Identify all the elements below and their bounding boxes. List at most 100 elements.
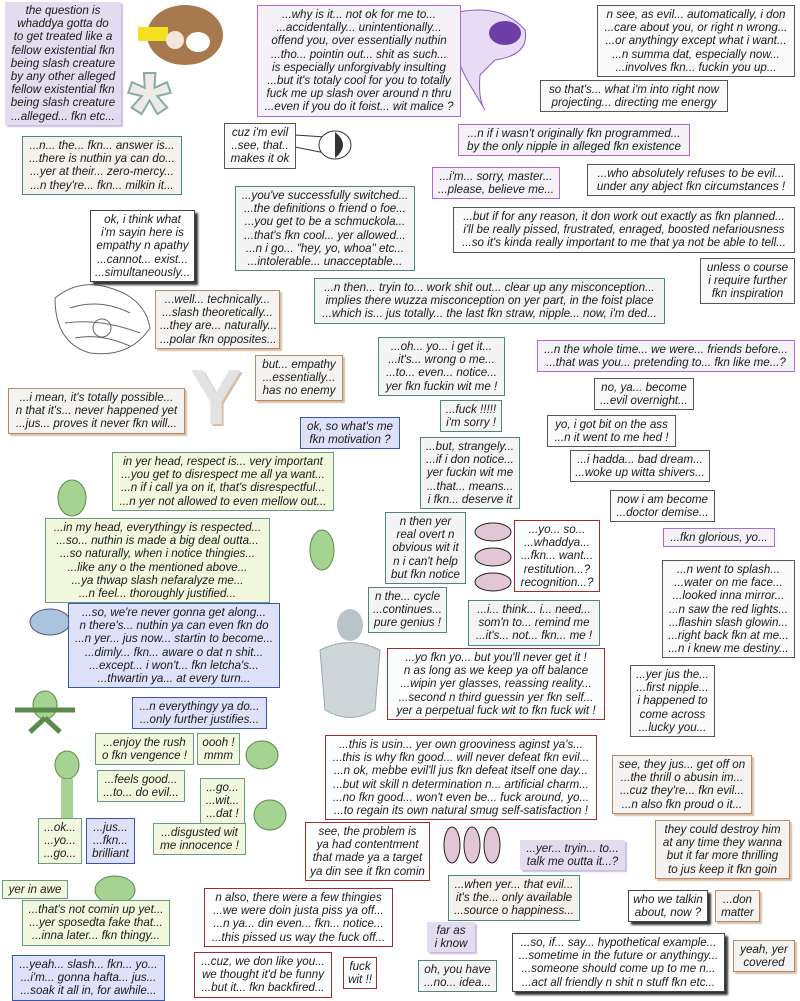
bubble-text-line: covered (743, 956, 785, 970)
bubble-text-line: to jus keep it fkn goin (668, 862, 777, 876)
bubble-text-line: ...feels good... (104, 773, 178, 786)
bubble-text-line: ...n... the... fkn... answer is... (29, 139, 175, 152)
bubble-text-line: fkn motivation ? (309, 433, 391, 447)
statue-illustration (319, 609, 381, 718)
bubble-text-line: o fkn vengence ! (101, 749, 188, 763)
bubble-text-line: ...we were doin justa piss ya off... (213, 904, 384, 918)
bubble-text-line: ...wit... (205, 794, 240, 808)
bubble-text-line: ...involves fkn... fuckin you up... (615, 60, 777, 74)
bubble-text-line: ...n they're... fkn... milkin it... (30, 178, 174, 192)
bubble-text-line: ...to regain its own natural smug self-s… (334, 804, 588, 818)
bubble-text-line: ...n went to splash... (676, 563, 781, 576)
bubble-text-line: ...polar fkn opposites... (160, 332, 277, 346)
speech-bubble: ...yer... tryin... to...talk me outta it… (520, 840, 625, 871)
bubble-text-line: in yer head, respect is... very importan… (123, 455, 323, 468)
bubble-text-line: ok, i think what (104, 213, 181, 226)
green-alien-illustration (57, 479, 87, 517)
speech-bubble: ...n everythingy ya do......only further… (132, 697, 267, 730)
bubble-text-line: ...or anythingy except what i want... (605, 34, 787, 48)
bubble-text-line: has no enemy (262, 384, 336, 398)
speech-bubble: ...i hadda... bad dream......woke up wit… (570, 450, 710, 483)
speech-bubble: but... empathy...essentially...has no en… (255, 355, 343, 401)
bubble-text-line: ...accidentally... unintentionally... (276, 21, 442, 35)
bubble-text-line: oooh ! (202, 736, 235, 749)
bubble-text-line: ...jus... (93, 821, 128, 834)
bubble-text-line: ...right back fkn at me... (668, 629, 789, 643)
bubble-text-line: ya din see it fkn comin (310, 864, 425, 878)
speech-bubble: ...i mean, it's totally possible...n tha… (8, 388, 185, 434)
bubble-text-line: ...woke up witta shivers... (575, 466, 705, 480)
bubble-text-line: ...n feel... thoroughly justified... (78, 587, 237, 601)
bubble-text-line: ...soak it all in, for awhile... (20, 984, 157, 998)
bubble-text-line: n the... cycle (374, 590, 441, 603)
speech-bubble: ...yer jus the......first nipple...i hap… (630, 665, 715, 738)
speech-bubble: ...that's not comin up yet......yer spos… (22, 900, 170, 946)
bubble-text-line: offend you, over essentially nuthin (271, 34, 447, 48)
bubble-text-line: ...but it... fkn backfired... (201, 981, 325, 995)
speech-bubble: ...in my head, everythingy is respected.… (45, 518, 270, 604)
bubble-text-line: ...but, strangely... (425, 440, 515, 453)
bubble-text-line: ...it's... wrong o me... (388, 353, 495, 367)
bubble-text-line: real overt n (396, 528, 455, 542)
bubble-text-line: ...whaddya... (524, 536, 590, 550)
bubble-text-line: ...the definitions o friend o foe... (244, 202, 406, 216)
speech-bubble: ...i'm... sorry, master......please, bel… (432, 167, 560, 200)
speech-bubble: now i am become...doctor demise... (610, 490, 715, 523)
bubble-text-line: ...yeah... slash... fkn... yo... (19, 958, 158, 971)
bubble-text-line: ...i'm... gonna hafta... jus... (20, 971, 157, 985)
shoes-illustration (474, 522, 512, 592)
bubble-text-line: ...go... (43, 847, 77, 861)
bubble-text-line: matter (721, 906, 754, 920)
bubble-text-line: ...fkn... (93, 834, 128, 848)
bubble-text-line: ...alleged... fkn etc... (11, 109, 115, 123)
speech-bubble: ...oh... yo... i get it......it's... wro… (378, 337, 505, 396)
bubble-text-line: ...n yer not allowed to even mellow out.… (119, 494, 327, 508)
bubble-text-line: ...no... idea... (423, 976, 492, 990)
bubble-text-line: ...yer jus the... (636, 668, 709, 681)
bubble-text-line: ...intolerable... unacceptable... (247, 255, 403, 269)
bubble-text-line: ...but it's totaly cool for you to total… (267, 74, 451, 88)
green-alien-illustration (253, 799, 287, 831)
speech-bubble: n the... cycle...continues...pure genius… (368, 587, 447, 633)
speech-bubble: ...so, if... say... hypothetical example… (512, 933, 725, 992)
bubble-text-line: see, the problem is (318, 825, 417, 838)
bubble-text-line: wit !! (348, 973, 372, 987)
speech-bubble: ...yeah... slash... fkn... yo......i'm..… (12, 955, 165, 1001)
bubble-text-line: ..see, that.. (231, 139, 289, 153)
sleeping-figure-illustration (138, 5, 223, 65)
bubble-text-line: ...cuz they're... fkn evil... (620, 784, 744, 798)
speech-bubble: ...n if i wasn't originally fkn programm… (458, 124, 690, 157)
bubble-text-line: ...it's... not... fkn... me ! (475, 629, 593, 643)
bubble-text-line: ...that... means... (426, 479, 514, 493)
speech-bubble: ...this is usin... yer own grooviness ag… (325, 735, 597, 821)
bubble-text-line: unless o course (706, 261, 789, 274)
bubble-text-line: no, ya... become (601, 381, 687, 394)
bubble-text-line: by the only nipple in alleged fkn existe… (467, 140, 681, 154)
bubble-text-line: pure genius ! (373, 616, 442, 630)
bubble-text-line: ...they are... naturally... (160, 319, 278, 333)
bubble-text-line: ...no fkn good... won't even be... fuck … (332, 790, 590, 804)
bubble-text-line: ...n ya... din even... fkn... notice... (213, 917, 384, 931)
bubble-text-line: ...n i knew me destiny... (668, 642, 789, 656)
bubble-text-line: yo, i got bit on the ass (555, 418, 668, 431)
bubble-text-line: by any other alleged (10, 70, 116, 84)
bubble-text-line: recognition...? (520, 575, 594, 589)
bubble-text-line: yer in awe (8, 883, 62, 896)
letter-y-glyph: Y (190, 353, 243, 441)
bubble-text-line: ...that's not comin up yet... (28, 903, 164, 916)
bubble-text-line: ...when yer... that evil... (454, 878, 574, 891)
speech-bubble: ...fuck !!!!!i'm sorry ! (440, 400, 502, 433)
bubble-text-line: ...someone should come up to me n... (521, 962, 716, 976)
bubble-text-line: ...the thrill o abusin im... (620, 771, 744, 785)
speech-bubble: ...fkn glorious, yo... (663, 528, 775, 548)
bubble-text-line: fellow existential fkn (11, 43, 115, 57)
speech-bubble: ...go......wit......dat ! (200, 778, 245, 824)
bubble-text-line: ...n the whole time... we were... friend… (544, 343, 788, 356)
speech-bubble: ...feels good......to... do evil... (97, 770, 185, 803)
bubble-text-line: ...that's fkn cool... yer allowed... (244, 228, 406, 242)
